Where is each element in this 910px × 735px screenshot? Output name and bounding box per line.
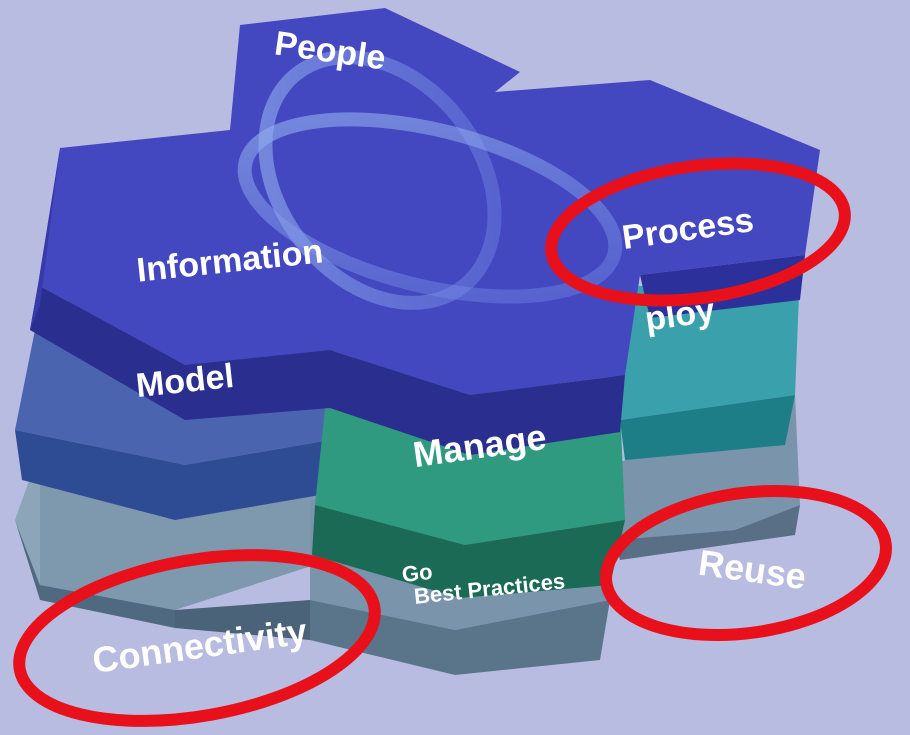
highlight-circle-connectivity <box>13 549 381 727</box>
interlocking-rings <box>237 50 623 310</box>
label-governance-line1: Go <box>401 559 434 587</box>
label-reuse: Reuse <box>696 542 809 598</box>
highlight-circle-reuse <box>600 484 892 642</box>
highlight-circle-process <box>545 157 851 307</box>
